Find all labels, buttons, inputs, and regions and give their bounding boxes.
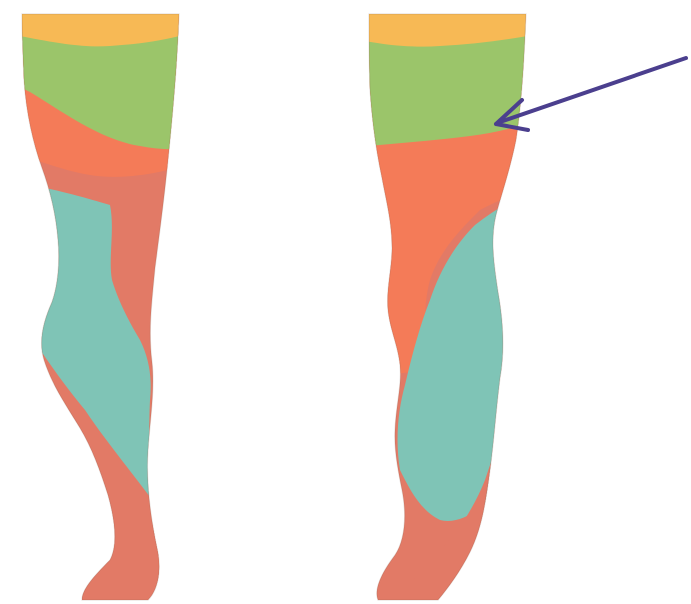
pointer-arrow (496, 58, 686, 130)
right-leg (340, 0, 691, 604)
right-yellow-zone (340, 0, 560, 47)
arrow-shaft (500, 58, 686, 122)
